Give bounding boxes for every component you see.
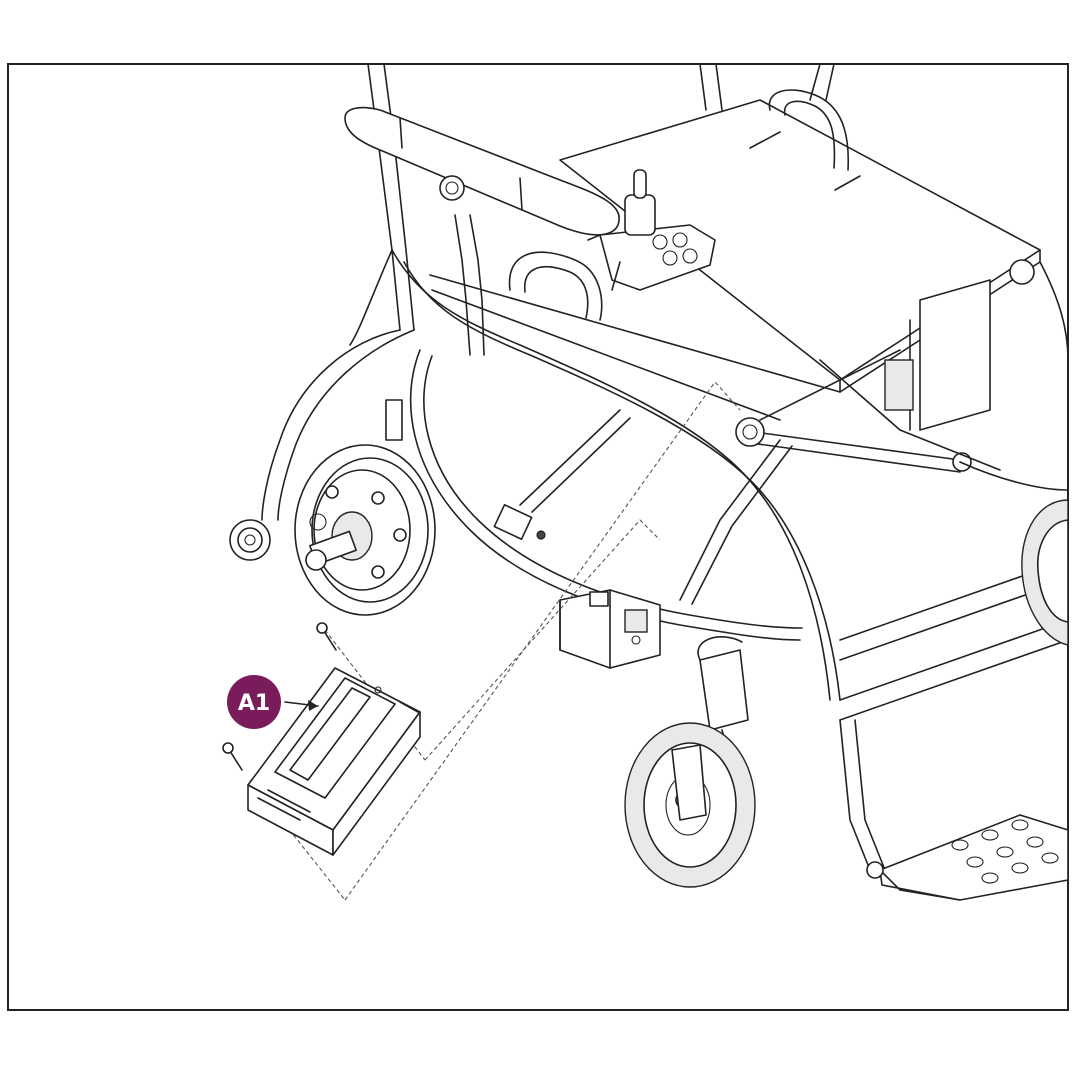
callout-label: A1 <box>238 691 270 716</box>
rear-motor-hub <box>294 399 436 616</box>
callout-a1: A1 <box>227 675 319 729</box>
callout-badge <box>227 675 281 729</box>
rear-caster-wheel <box>229 519 271 561</box>
screw-top <box>316 622 337 651</box>
battery-cover-part <box>247 667 421 856</box>
rear-drive-wheel-partial <box>1021 499 1069 646</box>
screw-bottom <box>222 742 243 771</box>
wheelchair-frame <box>261 63 1069 871</box>
connector-block <box>559 589 661 669</box>
front-caster <box>624 636 756 888</box>
footplate <box>866 814 1069 901</box>
